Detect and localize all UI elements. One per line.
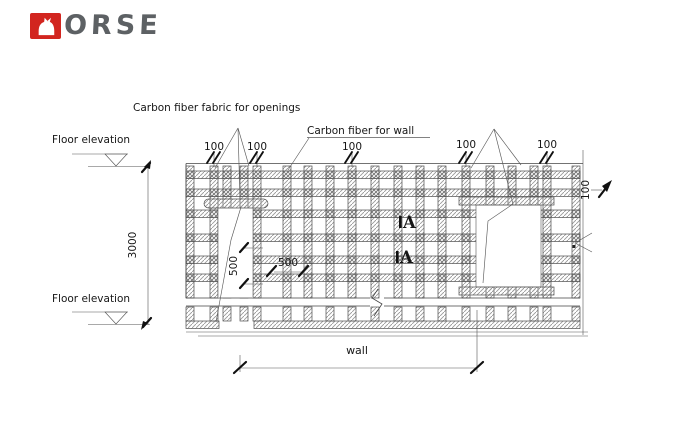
dim-100-top-5: 100 xyxy=(537,139,557,151)
dimension-100-right xyxy=(591,180,612,199)
window-opening xyxy=(475,204,542,288)
dimension-500-horizontal xyxy=(265,264,310,278)
dim-3000-label: 3000 xyxy=(127,232,139,259)
ticks-100-top xyxy=(206,151,554,167)
dimension-3000 xyxy=(140,160,153,330)
dim-100-top-1: 100 xyxy=(204,141,224,153)
door-opening-edges xyxy=(217,208,254,297)
label-carbon-fiber-fabric-openings: Carbon fiber fabric for openings xyxy=(133,102,300,114)
dim-100-right-label: 100 xyxy=(580,180,592,200)
wall-outline xyxy=(185,150,593,337)
leader-lines xyxy=(214,127,522,323)
dim-100-top-4: 100 xyxy=(456,139,476,151)
section-marker-a-2: A xyxy=(399,248,413,267)
logo-horse-icon xyxy=(30,13,61,39)
dim-100-top-3: 100 xyxy=(342,141,362,153)
section-markers: A A xyxy=(396,213,416,267)
floor-elevation-marker-bottom xyxy=(72,311,150,325)
section-marker-a-1: A xyxy=(402,213,416,232)
label-floor-elevation-bottom: Floor elevation xyxy=(52,293,130,305)
label-floor-elevation-top: Floor elevation xyxy=(52,134,130,146)
horse-head-icon xyxy=(38,17,54,36)
brand-logo: ORSE xyxy=(30,10,162,41)
dimension-wall xyxy=(232,310,485,375)
break-symbol-right xyxy=(574,232,593,253)
floor-elevation-marker-top xyxy=(72,153,148,167)
label-carbon-fiber-wall: Carbon fiber for wall xyxy=(307,125,414,137)
dim-500-vertical-label: 500 xyxy=(228,256,240,276)
cfrp-strip-grid xyxy=(185,165,581,329)
dim-100-top-2: 100 xyxy=(247,141,267,153)
break-symbol-middle xyxy=(371,288,383,317)
dimension-500-vertical xyxy=(238,241,263,290)
label-wall: wall xyxy=(346,344,368,357)
dim-500-horizontal-label: 500 xyxy=(278,257,298,269)
